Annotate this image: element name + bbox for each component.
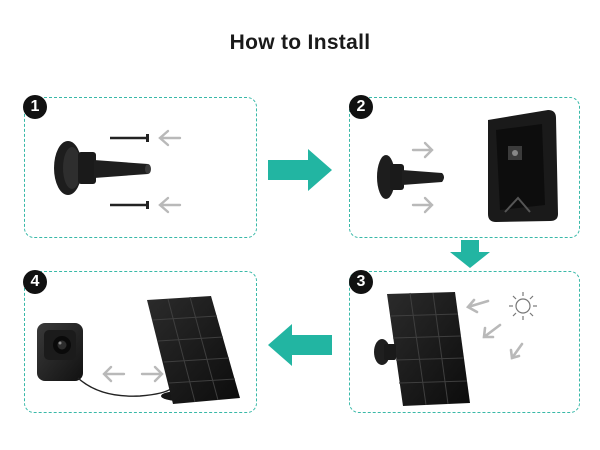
mount-bracket-icon bbox=[377, 155, 444, 199]
solar-panel-back-icon bbox=[488, 110, 558, 222]
left-arrow-icon bbox=[268, 324, 332, 366]
screw-icon bbox=[110, 134, 149, 142]
push-arrow-icon bbox=[158, 129, 182, 214]
screw-icon bbox=[110, 201, 149, 209]
step-4-panel bbox=[24, 271, 257, 413]
step-3-number-badge: 3 bbox=[349, 270, 373, 294]
power-cable bbox=[77, 377, 173, 397]
step-3-panel bbox=[349, 271, 580, 413]
down-arrow-icon bbox=[450, 240, 490, 268]
step-2-panel bbox=[349, 97, 580, 238]
step-2-number-badge: 2 bbox=[349, 95, 373, 119]
mount-bracket-icon bbox=[54, 141, 151, 195]
solar-panel-icon bbox=[374, 292, 470, 406]
camera-icon bbox=[37, 323, 83, 381]
sun-icon bbox=[509, 292, 537, 320]
connect-arrow-icon bbox=[102, 365, 164, 383]
sunlight-arrow-icon bbox=[465, 298, 524, 360]
step-1-number-badge: 1 bbox=[23, 95, 47, 119]
push-arrow-icon bbox=[411, 141, 434, 214]
step-1-panel bbox=[24, 97, 257, 238]
right-arrow-icon bbox=[268, 149, 332, 191]
step-4-number-badge: 4 bbox=[23, 270, 47, 294]
solar-panel-icon bbox=[147, 296, 240, 404]
page-title: How to Install bbox=[229, 31, 371, 54]
